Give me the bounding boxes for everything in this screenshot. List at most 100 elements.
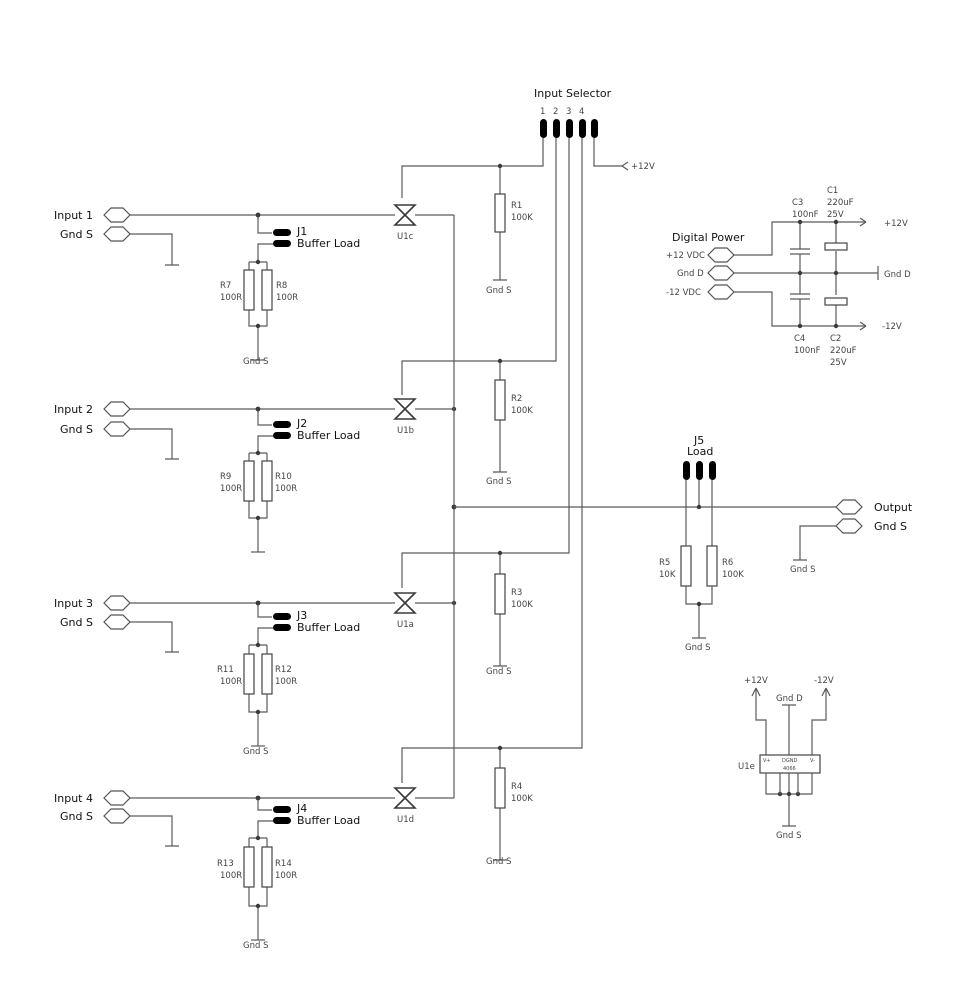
resistor-r6 (706, 545, 718, 587)
r1-gnd-label: Gnd S (486, 286, 511, 296)
chip-gnd-top-label: Gnd D (776, 694, 803, 704)
resistor-r10 (261, 460, 273, 502)
r14-name: R14 (275, 859, 292, 869)
gnd-3-label: Gnd S (60, 616, 93, 629)
chip-vpos-arrow-icon (751, 687, 761, 697)
selector-supply-label: +12V (631, 162, 655, 172)
c2-name: C2 (830, 334, 841, 344)
r8-name: R8 (276, 281, 287, 291)
load-gnd-label: Gnd S (685, 643, 710, 653)
output-gnd-symbol-label: Gnd S (790, 565, 815, 575)
r9-value: 100R (220, 484, 242, 494)
input-selector: Input Selector 1 2 3 4 +12V (401, 87, 655, 783)
gnd-1-port (103, 226, 131, 242)
switch-u1c (393, 204, 417, 226)
switch-u1d (393, 787, 417, 809)
selector-pin-3-label: 3 (566, 107, 571, 117)
jumper-j2-pin-a (273, 421, 291, 428)
r5-value: 10K (659, 570, 676, 580)
r3-value: 100K (511, 600, 533, 610)
power-port-neg-label: -12 VDC (666, 288, 701, 298)
switch-u1b (393, 398, 417, 420)
resistor-r2 (494, 379, 506, 421)
jumper-j3-label: J3 (296, 609, 307, 622)
output-gnd-port (835, 518, 863, 534)
input-2-label: Input 2 (54, 403, 93, 416)
r4-value: 100K (511, 794, 533, 804)
chip-pin-dgnd: DGND (782, 758, 797, 764)
jumper-j2-pin-b (273, 432, 291, 439)
r13-name: R13 (217, 859, 234, 869)
input-1-label: Input 1 (54, 209, 93, 222)
r3-gnd-label: Gnd S (486, 667, 511, 677)
resistor-r13 (243, 846, 255, 888)
c3-name: C3 (792, 198, 803, 208)
chip-part: 4066 (783, 766, 796, 772)
resistor-r9 (243, 460, 255, 502)
channel-2: Input 2 Gnd S J2 Buffer Load R9 100R R10… (54, 358, 533, 553)
selector-pin-2 (553, 119, 560, 138)
resistor-r14 (261, 846, 273, 888)
jumper-j4-pin-a (273, 806, 291, 813)
gnd-4-label: Gnd S (60, 810, 93, 823)
switch-u1a (393, 592, 417, 614)
power-out-gnd-label: Gnd D (884, 270, 911, 280)
switch-u1c-label: U1c (397, 232, 414, 242)
r4-name: R4 (511, 782, 522, 792)
output-label: Output (874, 501, 913, 514)
selector-pin-1 (540, 119, 547, 138)
c2-value: 220uF (830, 346, 857, 356)
c1-value: 220uF (827, 198, 854, 208)
gnd-s-1-symbol-label: Gnd S (243, 357, 268, 367)
gnd-s-3-symbol-label: Gnd S (243, 747, 268, 757)
selector-pin-5 (591, 119, 598, 138)
r9-name: R9 (220, 472, 231, 482)
c4-value: 100nF (794, 346, 821, 356)
power-title: Digital Power (672, 231, 745, 244)
resistor-r7 (243, 269, 255, 311)
power-port-pos-label: +12 VDC (666, 251, 705, 261)
r8-value: 100R (276, 293, 298, 303)
r13-value: 100R (220, 871, 242, 881)
load-pin-3 (709, 461, 716, 480)
resistor-r5 (680, 545, 692, 587)
jumper-j3-pin-b (273, 624, 291, 631)
jumper-j3-pin-a (273, 613, 291, 620)
selector-pin-3 (566, 119, 573, 138)
c2-rating: 25V (830, 358, 847, 368)
r2-value: 100K (511, 406, 533, 416)
output-port (835, 499, 863, 515)
jumper-j4-desc: Buffer Load (297, 814, 360, 827)
r10-name: R10 (275, 472, 292, 482)
c3-value: 100nF (792, 210, 819, 220)
selector-pin-2-label: 2 (553, 107, 558, 117)
r4-gnd-label: Gnd S (486, 857, 511, 867)
resistor-r1 (494, 193, 506, 233)
output-gnd-label: Gnd S (874, 520, 907, 533)
gnd-s-4-symbol-label: Gnd S (243, 941, 268, 951)
power-pos-port (707, 247, 735, 263)
r11-name: R11 (217, 665, 234, 675)
power-gnd-port (707, 265, 735, 281)
input-3-port (103, 595, 131, 611)
resistor-r4 (494, 767, 506, 809)
power-neg-port (707, 284, 735, 300)
power-port-gnd-label: Gnd D (677, 269, 704, 279)
r1-name: R1 (511, 201, 522, 211)
r5-name: R5 (659, 558, 670, 568)
r2-name: R2 (511, 394, 522, 404)
r2-gnd-label: Gnd S (486, 477, 511, 487)
jumper-j2-desc: Buffer Load (297, 429, 360, 442)
jumper-j4-pin-b (273, 817, 291, 824)
resistor-r11 (243, 653, 255, 695)
gnd-4-port (103, 808, 131, 824)
power-out-neg-label: -12V (882, 322, 902, 332)
load-j5-title: J5 (693, 434, 704, 447)
cap-c2 (824, 297, 848, 306)
input-2-port (103, 401, 131, 417)
jumper-j1-label: J1 (296, 225, 307, 238)
chip-vpos-label: +12V (744, 676, 768, 686)
channel-1: Input 1 Gnd S J1 Buffer Load R7 100R R8 … (54, 163, 533, 367)
r12-value: 100R (275, 677, 297, 687)
